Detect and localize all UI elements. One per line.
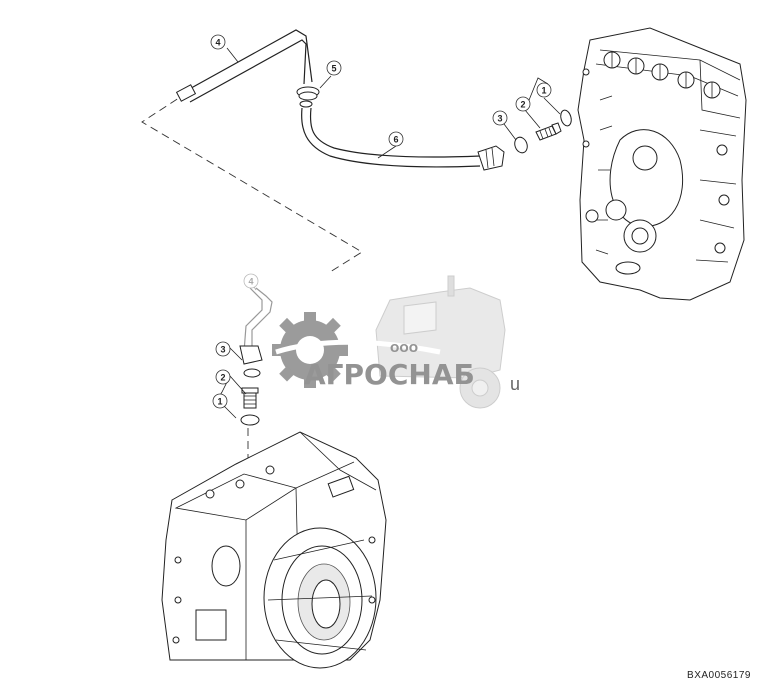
gear-icon xyxy=(272,312,441,388)
svg-text:3: 3 xyxy=(220,345,225,355)
callout-1-bottom: 1 xyxy=(212,393,228,409)
callout-5-top: 5 xyxy=(326,60,342,76)
svg-text:2: 2 xyxy=(220,373,225,383)
svg-text:4: 4 xyxy=(215,38,220,48)
callout-2-top: 2 xyxy=(515,96,531,112)
hose-part-6 xyxy=(301,107,505,171)
routing-dashed-line xyxy=(141,91,363,273)
callout-4-bottom: 4 xyxy=(243,273,259,289)
svg-text:1: 1 xyxy=(217,397,222,407)
o-ring-part-3-top xyxy=(514,136,528,154)
svg-text:5: 5 xyxy=(331,64,336,74)
callout-2-bottom: 2 xyxy=(215,369,231,385)
svg-text:3: 3 xyxy=(497,114,502,124)
pipe-part-4-bottom xyxy=(239,287,273,365)
o-ring-part-1-top xyxy=(560,109,572,127)
o-ring-part-1-bottom xyxy=(240,414,260,426)
tractor-silhouette-icon xyxy=(375,275,506,409)
watermark-brand-text: АГРОСНАБ xyxy=(304,358,475,391)
svg-text:2: 2 xyxy=(520,100,525,110)
o-ring-part-3-bottom xyxy=(243,368,261,378)
engine-block xyxy=(577,27,747,301)
svg-text:6: 6 xyxy=(393,135,398,145)
callout-4-top: 4 xyxy=(210,34,226,50)
callout-3-top: 3 xyxy=(492,110,508,126)
svg-text:ООО: ООО xyxy=(390,342,418,355)
callout-6-top: 6 xyxy=(388,131,404,147)
fitting-part-2-bottom xyxy=(241,387,259,409)
figure-reference-code: BXA0056179 xyxy=(687,670,751,681)
pipe-part-4 xyxy=(175,29,313,103)
callout-3-bottom: 3 xyxy=(215,341,231,357)
fitting-part-2-top xyxy=(535,122,562,141)
leader-lines-top xyxy=(226,47,561,159)
callout-1-top: 1 xyxy=(536,82,552,98)
transmission-housing xyxy=(161,431,387,669)
svg-text:1: 1 xyxy=(541,86,546,96)
clamp-part-5 xyxy=(296,86,320,108)
watermark-logo: ООО АГРОСНАБ u xyxy=(272,275,520,409)
svg-text:4: 4 xyxy=(248,277,253,287)
watermark-suffix: u xyxy=(510,374,520,394)
